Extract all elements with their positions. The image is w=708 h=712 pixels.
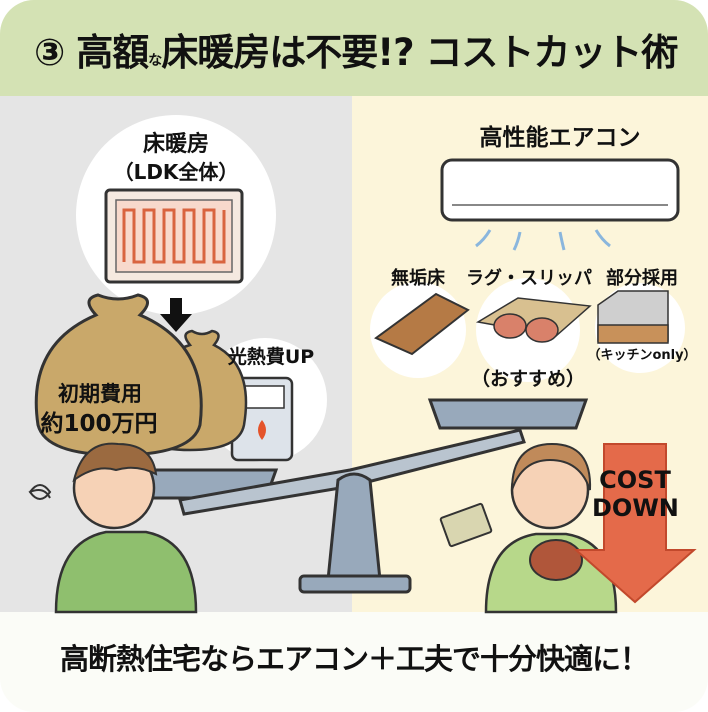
item-label-wood-floor: 無垢床 [391,268,445,289]
scale-right-pan [427,398,589,430]
stress-scribble-icon [28,484,52,500]
down-arrow-icon [160,298,192,332]
recommend-label: （おすすめ） [470,368,585,390]
floor-heating-sub: （LDK全体） [113,160,239,184]
slipper-icon [493,313,527,339]
worried-person [54,530,198,614]
item-label-partial: 部分採用 [606,268,678,289]
aircon-icon [440,158,680,222]
kitchen-only-note: （キッチンonly） [587,348,697,363]
wood-floor-icon [374,292,470,356]
floor-heating-label: 床暖房 [142,132,209,157]
item-label-rug-slippers: ラグ・スリッパ [466,268,592,289]
cost-down-arrow [573,443,697,604]
cash-icon [439,502,493,548]
page-title: ③ 高額な床暖房は不要!? コストカット術 [34,31,678,74]
bag-cost-line1: 初期費用 [58,382,142,406]
bag-cost-line2: 約100万円 [40,411,158,437]
aircon-label: 高性能エアコン [479,125,641,151]
cost-label: COST [599,466,671,494]
footer-message: 高断熱住宅ならエアコン＋工夫で十分快適に！ [59,642,649,676]
title-band: ③ 高額な床暖房は不要!? コストカット術 [0,0,708,96]
money-bag-large [34,293,203,457]
scale-stand [326,472,382,582]
wallet-icon [529,539,583,581]
scale-beam [178,428,526,516]
airflow-icon [475,229,611,251]
utility-label: 光熱費UP [227,346,315,368]
down-label: DOWN [592,494,679,522]
